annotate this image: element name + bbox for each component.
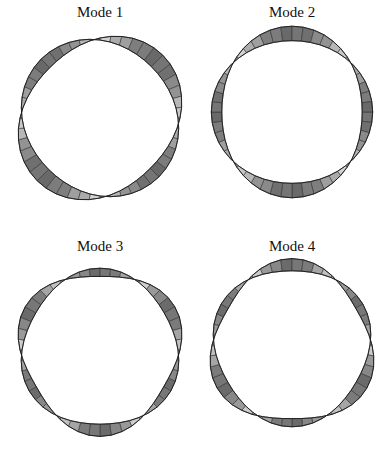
ring-rim xyxy=(21,39,178,196)
ring-rim xyxy=(210,259,373,419)
ring-shape xyxy=(210,259,373,427)
mode-label: Mode 1 xyxy=(77,4,123,21)
ring-facet xyxy=(281,259,292,272)
ring-facet xyxy=(211,102,222,113)
mode-label: Mode 3 xyxy=(77,238,123,255)
ring-facet xyxy=(362,102,373,113)
ring-shape xyxy=(18,36,181,199)
ring-shape xyxy=(18,268,181,436)
ring-facet xyxy=(100,424,111,437)
ring-facet xyxy=(211,112,222,123)
ring-shape xyxy=(211,26,372,198)
mode-label: Mode 2 xyxy=(269,4,315,21)
ring-facet xyxy=(292,259,303,272)
ring-facet xyxy=(362,112,373,123)
ring-rim xyxy=(21,268,179,424)
ring-facet xyxy=(89,424,100,437)
ring-rim xyxy=(211,41,372,184)
ring-rim xyxy=(213,271,371,427)
ring-facet xyxy=(281,26,292,41)
mode-label: Mode 4 xyxy=(269,238,315,255)
ring-facet xyxy=(292,183,303,198)
ring-rim xyxy=(18,36,181,199)
ring-rim xyxy=(18,276,181,436)
ring-rim xyxy=(222,26,362,198)
